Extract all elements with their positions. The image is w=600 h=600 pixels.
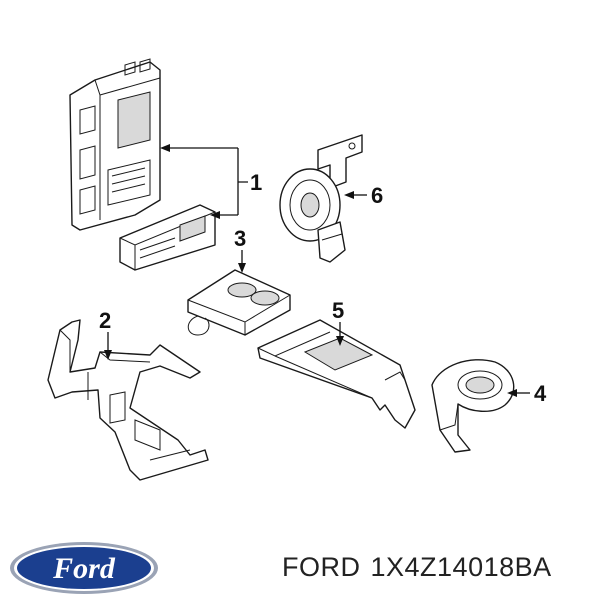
mounting-bracket xyxy=(47,319,209,481)
leader-6 xyxy=(344,191,367,199)
horn-assembly xyxy=(279,134,363,263)
callout-6: 6 xyxy=(371,183,383,208)
caption-part-number: 1X4Z14018BA xyxy=(370,552,552,582)
ford-logo: Ford xyxy=(10,542,158,594)
callout-3: 3 xyxy=(234,226,246,251)
callout-2: 2 xyxy=(99,308,111,333)
caption-brand: FORD xyxy=(282,552,361,582)
leader-1 xyxy=(160,144,248,219)
leader-3 xyxy=(238,250,246,273)
leader-5 xyxy=(336,322,344,346)
callout-4: 4 xyxy=(534,381,547,406)
callout-5: 5 xyxy=(332,298,344,323)
antenna-ring xyxy=(431,359,515,453)
long-module xyxy=(257,319,416,429)
small-module xyxy=(119,204,216,271)
leader-2 xyxy=(104,332,112,360)
body-control-module xyxy=(69,58,161,231)
part-caption: FORD 1X4Z14018BA xyxy=(282,552,562,583)
ford-logo-text: Ford xyxy=(52,552,116,585)
leader-4 xyxy=(507,389,530,397)
keypad-switch xyxy=(187,269,291,336)
callout-1: 1 xyxy=(250,170,262,195)
